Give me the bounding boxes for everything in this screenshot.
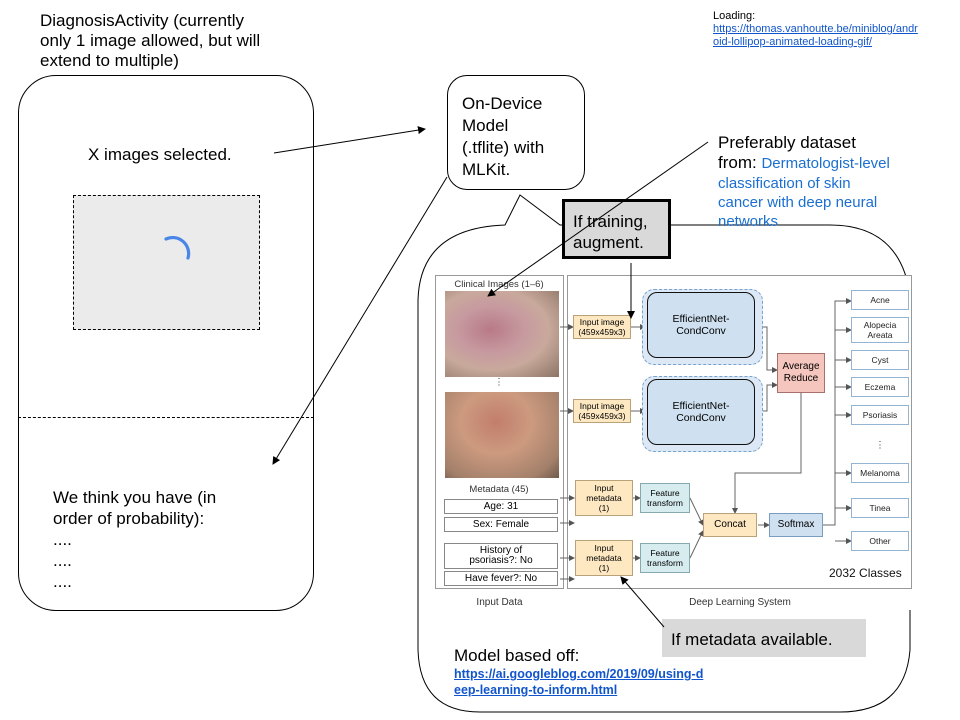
augment-note-box: If training, augment. (562, 199, 671, 259)
feature-transform-node: Feature transform (640, 483, 690, 513)
results-heading-cont: order of probability): (53, 509, 205, 528)
result-item: .... (53, 530, 72, 549)
dataset-link-cont[interactable]: cancer with deep neural (718, 194, 878, 211)
metadata-title: Metadata (45) (469, 484, 529, 495)
feature-transform-node: Feature transform (640, 543, 690, 573)
architecture-figure: Clinical Images (1–6) ⋮ Metadata (45) Ag… (435, 275, 912, 610)
meta-field: History of psoriasis?: No (444, 543, 558, 569)
output-class: Eczema (851, 377, 909, 397)
ellipsis: ⋮ (494, 377, 504, 388)
model-source-note: Model based off: https://ai.googleblog.c… (454, 646, 703, 698)
dataset-note: Preferably dataset from: Dermatologist-l… (718, 133, 890, 231)
softmax-node: Softmax (769, 513, 823, 537)
meta-field: Age: 31 (444, 499, 558, 514)
meta-field: Have fever?: No (444, 571, 558, 586)
on-device-model-bubble: On-Device Model (.tflite) with MLKit. (447, 75, 585, 190)
output-class: Other (851, 531, 909, 551)
meta-field: Sex: Female (444, 517, 558, 532)
augment-line: augment. (573, 233, 644, 252)
output-class: Cyst (851, 350, 909, 370)
clinical-images-label: Clinical Images (1–6) (454, 279, 544, 290)
classes-count: 2032 Classes (827, 566, 904, 580)
input-data-caption: Input Data (476, 597, 523, 608)
skin-photo (445, 291, 559, 377)
images-selected-text: X images selected. (88, 145, 232, 164)
augment-line: If training, (573, 212, 648, 231)
input-image-node: Input image (459x459x3) (573, 315, 631, 339)
model-source-label: Model based off: (454, 646, 580, 665)
image-preview-placeholder[interactable] (73, 195, 260, 330)
loading-link-cont[interactable]: oid-lollipop-animated-loading-gif/ (713, 36, 872, 48)
output-class: Tinea (851, 498, 909, 518)
model-line: MLKit. (462, 160, 511, 179)
note-line: DiagnosisActivity (currently (40, 11, 245, 30)
model-source-link[interactable]: https://ai.googleblog.com/2019/09/using-… (454, 667, 704, 681)
ellipsis: ⋮ (875, 440, 885, 451)
deep-learning-caption: Deep Learning System (689, 597, 791, 608)
note-line: only 1 image allowed, but will (40, 31, 261, 50)
dataset-line: Preferably dataset (718, 133, 856, 152)
loading-label: Loading: (713, 10, 756, 22)
model-text: On-Device Model (.tflite) with MLKit. (462, 93, 544, 181)
output-class: Psoriasis (851, 405, 909, 425)
concat-node: Concat (703, 513, 757, 537)
skin-photo (445, 392, 559, 478)
loading-link[interactable]: https://thomas.vanhoutte.be/miniblog/and… (713, 23, 918, 35)
result-item: .... (53, 551, 72, 570)
dataset-link-cont[interactable]: classification of skin (718, 175, 851, 192)
input-metadata-node: Input metadata (1) (575, 480, 633, 516)
result-item: .... (53, 572, 72, 591)
augment-text: If training, augment. (573, 211, 648, 253)
input-metadata-node: Input metadata (1) (575, 540, 633, 576)
dataset-prefix: from: (718, 153, 757, 172)
loading-spinner-icon (164, 236, 191, 260)
input-image-node: Input image (459x459x3) (573, 399, 631, 423)
output-class: Acne (851, 290, 909, 310)
efficientnet-node: EfficientNet-CondConv (647, 379, 755, 445)
metadata-note-text: If metadata available. (671, 630, 833, 649)
model-source-link-cont[interactable]: eep-learning-to-inform.html (454, 683, 618, 697)
dataset-line-2: from: Dermatologist-level (718, 153, 890, 174)
efficientnet-node: EfficientNet-CondConv (647, 292, 755, 358)
output-class: Melanoma (851, 463, 909, 483)
note-line: extend to multiple) (40, 51, 179, 70)
metadata-note-box: If metadata available. (662, 619, 866, 657)
dataset-link-cont[interactable]: networks (718, 213, 779, 230)
results-block: We think you have (in order of probabili… (53, 487, 216, 592)
output-class: Alopecia Areata (851, 317, 909, 343)
results-heading: We think you have (in (53, 488, 217, 507)
activity-title-note: DiagnosisActivity (currently only 1 imag… (40, 11, 260, 71)
average-reduce-node: Average Reduce (777, 353, 825, 393)
screen-divider (18, 417, 314, 418)
dataset-link[interactable]: Dermatologist-level (761, 155, 890, 172)
model-line: On-Device (462, 94, 543, 113)
loading-note: Loading: https://thomas.vanhoutte.be/min… (713, 10, 918, 49)
model-line: (.tflite) with (462, 138, 545, 157)
model-line: Model (462, 116, 509, 135)
